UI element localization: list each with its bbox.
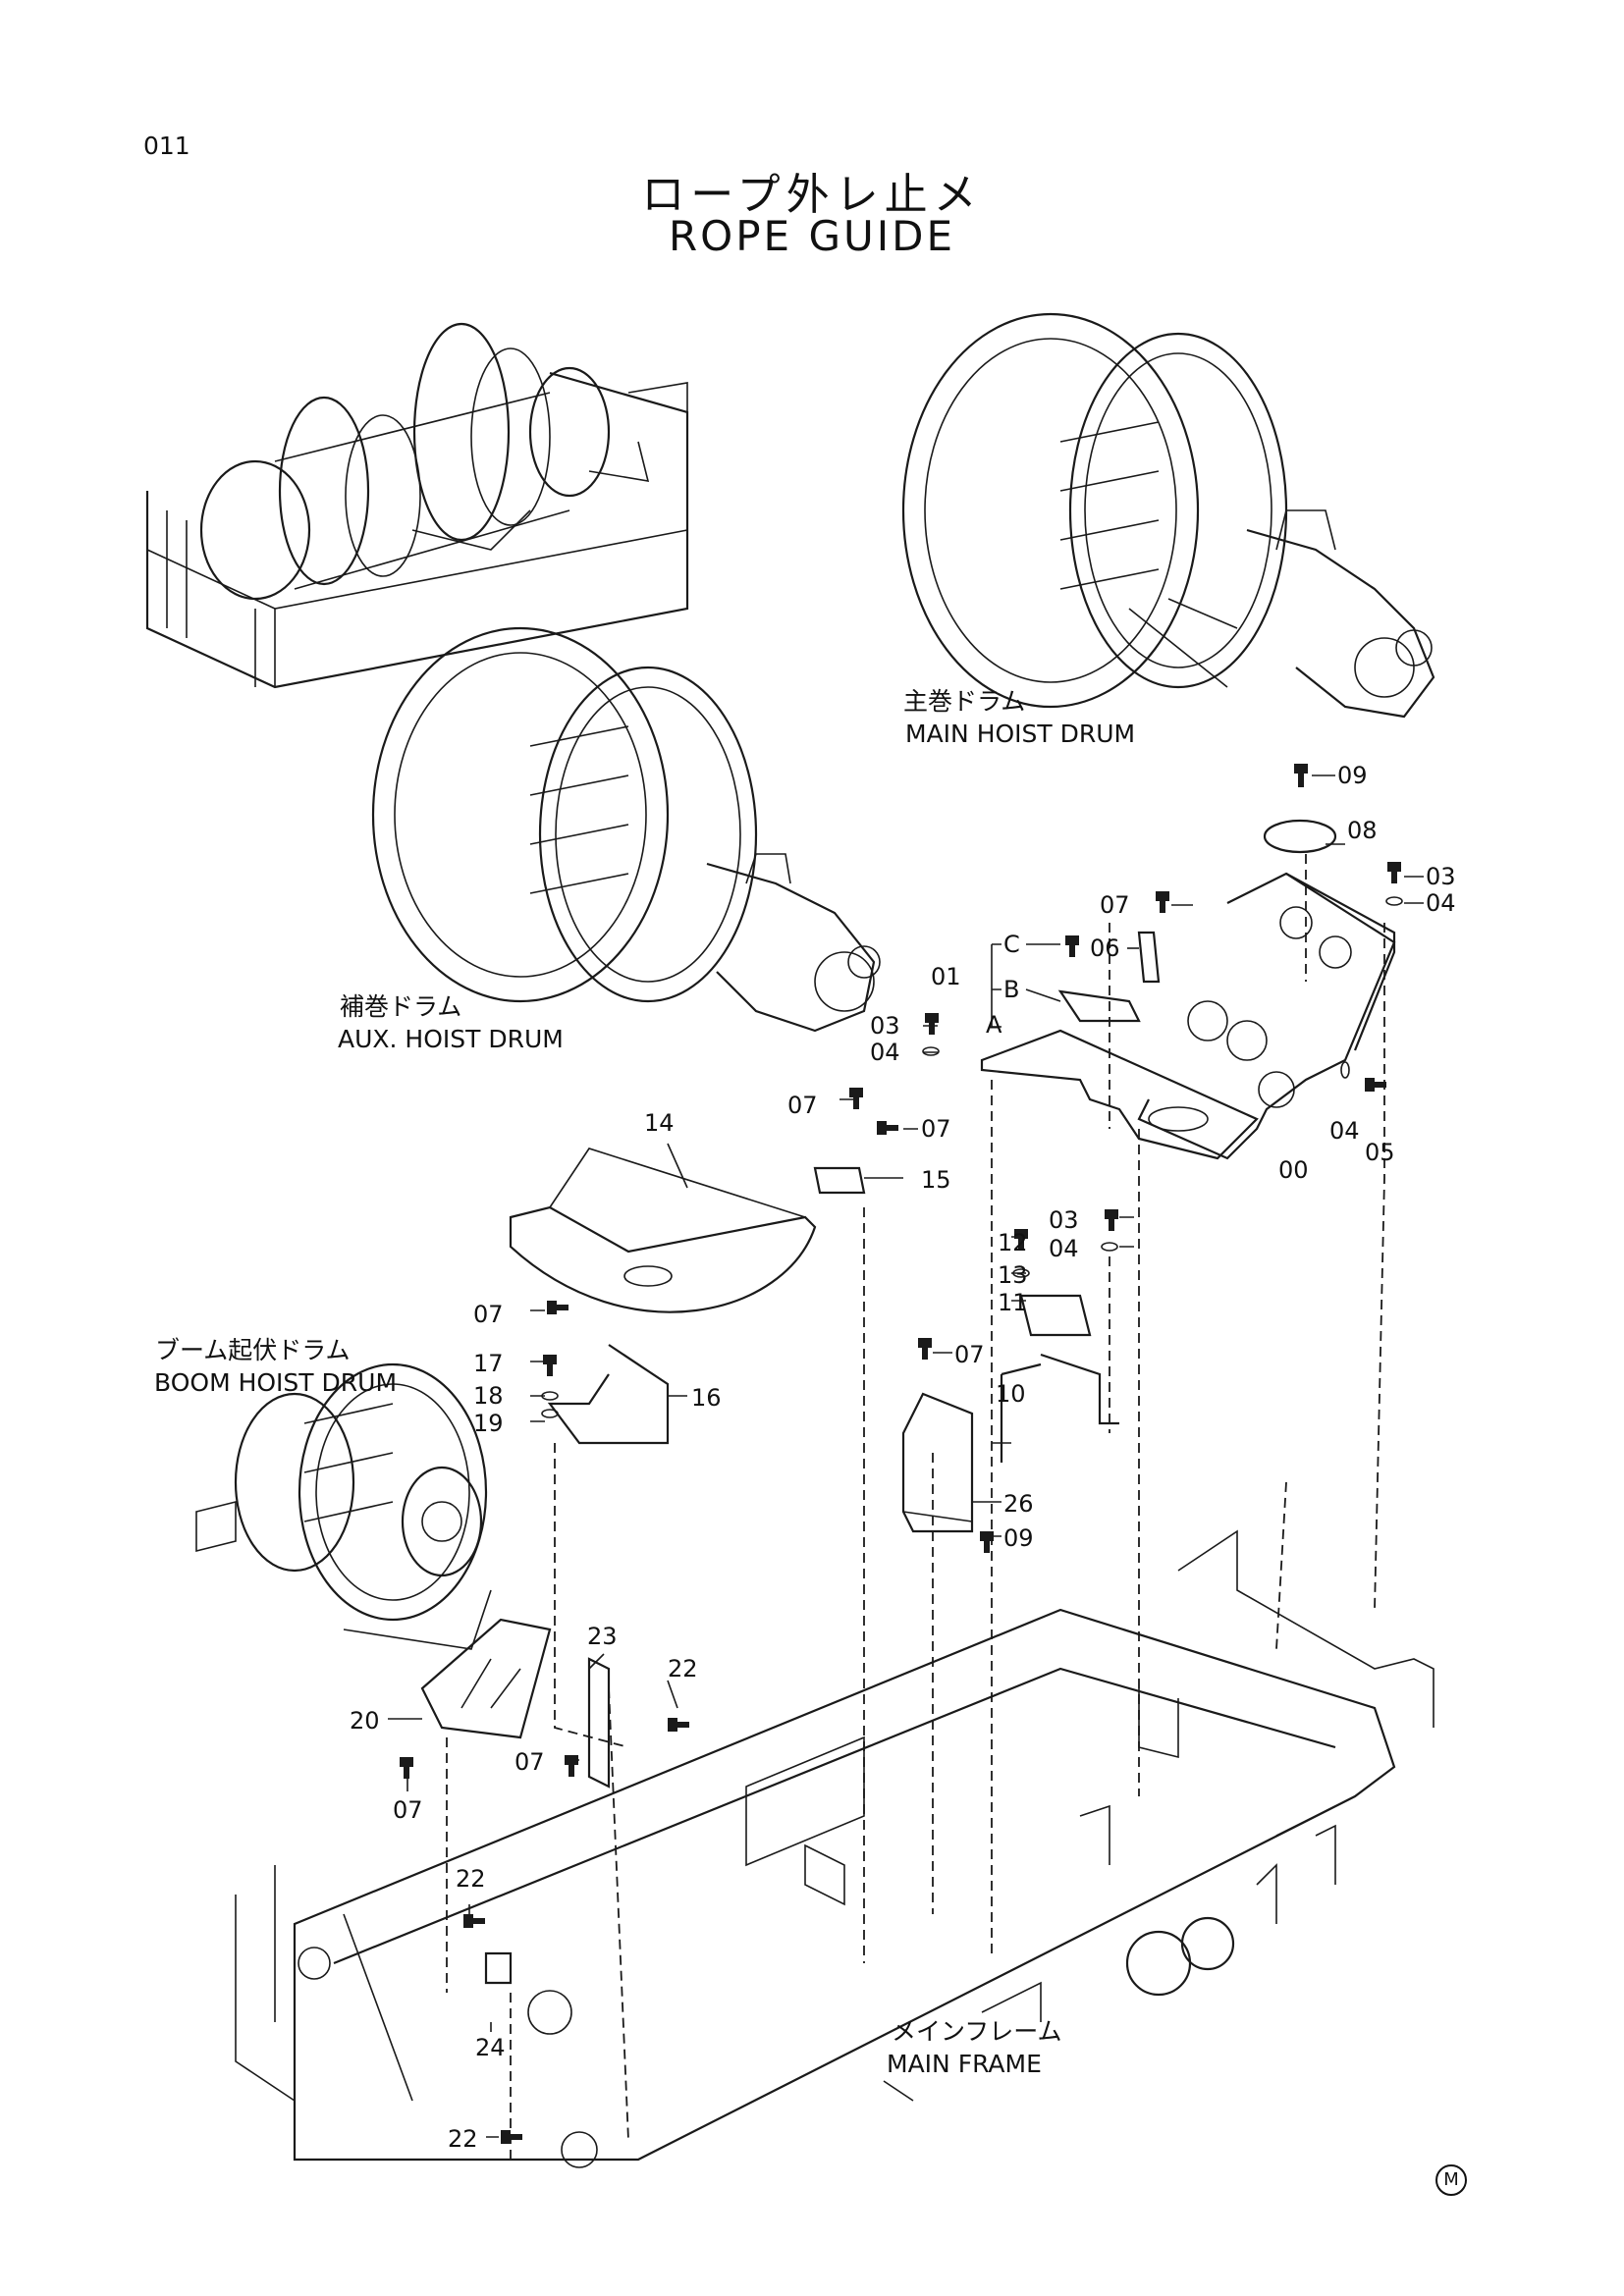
callout-07: 07 <box>1100 891 1130 919</box>
main-hoist-drum-label-en: MAIN HOIST DRUM <box>905 720 1136 748</box>
boom-hoist-drum-label-ja: ブーム起伏ドラム <box>155 1336 351 1364</box>
callout-07: 07 <box>393 1796 423 1824</box>
title-english: ROPE GUIDE <box>668 212 955 260</box>
callout-04: 04 <box>1426 889 1456 917</box>
title-japanese: ロープ外レ止メ <box>641 170 983 220</box>
bracket-parts-drawing <box>901 1294 1119 1533</box>
callout-03: 03 <box>1426 863 1456 890</box>
callout-15: 15 <box>921 1166 951 1194</box>
callout-01-b: B <box>1003 976 1020 1003</box>
page-number: 011 <box>143 132 190 160</box>
callout-06: 06 <box>1090 934 1120 962</box>
callout-04: 04 <box>870 1039 900 1066</box>
callout-17: 17 <box>473 1350 504 1377</box>
callout-07: 07 <box>473 1301 504 1328</box>
callout-10: 10 <box>996 1380 1026 1408</box>
m-mark: M <box>1435 2164 1467 2196</box>
rope-guide-plates-drawing <box>980 819 1396 1160</box>
callout-23: 23 <box>587 1623 618 1650</box>
callout-leaders <box>388 774 1424 2138</box>
callout-22: 22 <box>448 2125 478 2153</box>
main-frame-label-en: MAIN FRAME <box>887 2050 1042 2078</box>
aux-hoist-drum-drawing <box>371 626 881 1033</box>
callout-01-c: C <box>1003 931 1020 958</box>
callout-14: 14 <box>644 1109 675 1137</box>
lower-guide-parts-drawing <box>420 1618 611 1985</box>
aux-hoist-drum-label-ja: 補巻ドラム <box>340 992 462 1021</box>
main-hoist-drum-label-ja: 主巻ドラム <box>903 687 1026 716</box>
callout-00: 00 <box>1278 1156 1309 1184</box>
main-frame-drawing <box>235 1529 1435 2168</box>
callout-19: 19 <box>473 1410 504 1437</box>
boom-hoist-drum-drawing <box>195 1362 492 1650</box>
assembly-leader-lines <box>446 854 1385 2160</box>
callout-07: 07 <box>921 1115 951 1143</box>
callout-13: 13 <box>998 1261 1028 1289</box>
callout-26: 26 <box>1003 1490 1034 1518</box>
callout-07: 07 <box>514 1748 545 1776</box>
winch-overview-drawing <box>145 322 689 689</box>
main-frame-label-ja: メインフレーム <box>892 2017 1062 2046</box>
callout-12: 12 <box>998 1229 1028 1256</box>
main-hoist-drum-drawing <box>901 312 1435 719</box>
callout-05: 05 <box>1365 1139 1395 1166</box>
callout-22: 22 <box>456 1865 486 1893</box>
callout-03: 03 <box>1049 1206 1079 1234</box>
callout-07: 07 <box>787 1092 818 1119</box>
boom-hoist-drum-label-en: BOOM HOIST DRUM <box>154 1368 398 1397</box>
callout-09: 09 <box>1003 1524 1034 1552</box>
callout-01: 01 <box>931 963 961 990</box>
callout-24: 24 <box>475 2034 506 2061</box>
fastener-glyphs <box>400 764 1403 2144</box>
callout-22: 22 <box>668 1655 698 1682</box>
callout-11: 11 <box>998 1289 1028 1316</box>
boom-guide-parts-drawing <box>509 1148 866 1445</box>
aux-hoist-drum-label-en: AUX. HOIST DRUM <box>338 1025 564 1053</box>
callout-07: 07 <box>954 1341 985 1368</box>
callout-20: 20 <box>350 1707 380 1735</box>
callout-04: 04 <box>1049 1235 1079 1262</box>
callout-08: 08 <box>1347 817 1378 844</box>
callout-18: 18 <box>473 1382 504 1410</box>
callout-04: 04 <box>1329 1117 1360 1145</box>
callout-16: 16 <box>691 1384 722 1412</box>
callout-09: 09 <box>1337 762 1368 789</box>
callout-03: 03 <box>870 1012 900 1040</box>
callout-01-a: A <box>986 1011 1002 1039</box>
